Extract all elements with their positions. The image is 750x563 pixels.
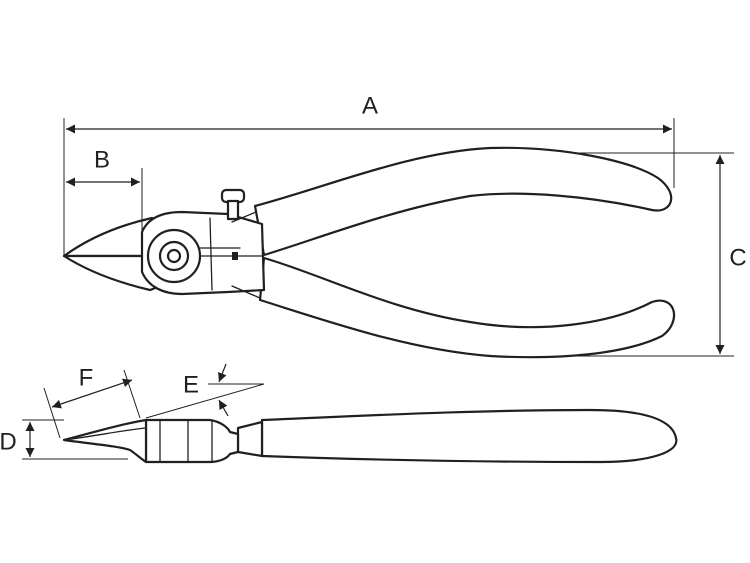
dimension-e-arrow-bottom	[218, 399, 229, 417]
dimension-e-arrow-top	[218, 363, 227, 383]
dimension-d: D	[0, 419, 128, 460]
dimension-f-ext-left	[43, 387, 61, 439]
lower-neck	[231, 285, 261, 299]
dimension-f-label: F	[79, 365, 94, 392]
dimension-d-label: D	[0, 429, 17, 456]
side-jaw-edge	[63, 427, 147, 441]
spring-notch	[232, 252, 238, 260]
dimension-b: B	[66, 147, 143, 232]
side-neck	[236, 420, 264, 458]
dimension-f-line	[51, 378, 133, 409]
lower-handle	[258, 256, 676, 359]
dimension-f-ext-right	[123, 369, 141, 419]
dimension-c-label: C	[729, 245, 746, 272]
spring-screw-stem	[226, 199, 240, 221]
side-joint-block	[144, 418, 240, 464]
joint-divider-line	[209, 217, 213, 291]
pliers-side-view	[62, 408, 678, 464]
dimension-e-ext-bottom	[145, 383, 265, 419]
dimension-b-label: B	[94, 147, 110, 174]
side-jaw-tip	[62, 418, 148, 464]
dimension-a-label: A	[362, 93, 378, 120]
dimension-c: C	[570, 152, 747, 357]
pliers-top-view	[62, 146, 676, 359]
upper-neck	[231, 211, 257, 223]
side-handle	[260, 408, 678, 464]
upper-handle	[253, 146, 673, 257]
dimension-f: F	[43, 365, 141, 439]
pivot-rivet-center	[166, 248, 182, 264]
dimension-e-label: E	[183, 372, 199, 399]
dimension-e: E	[145, 363, 265, 419]
